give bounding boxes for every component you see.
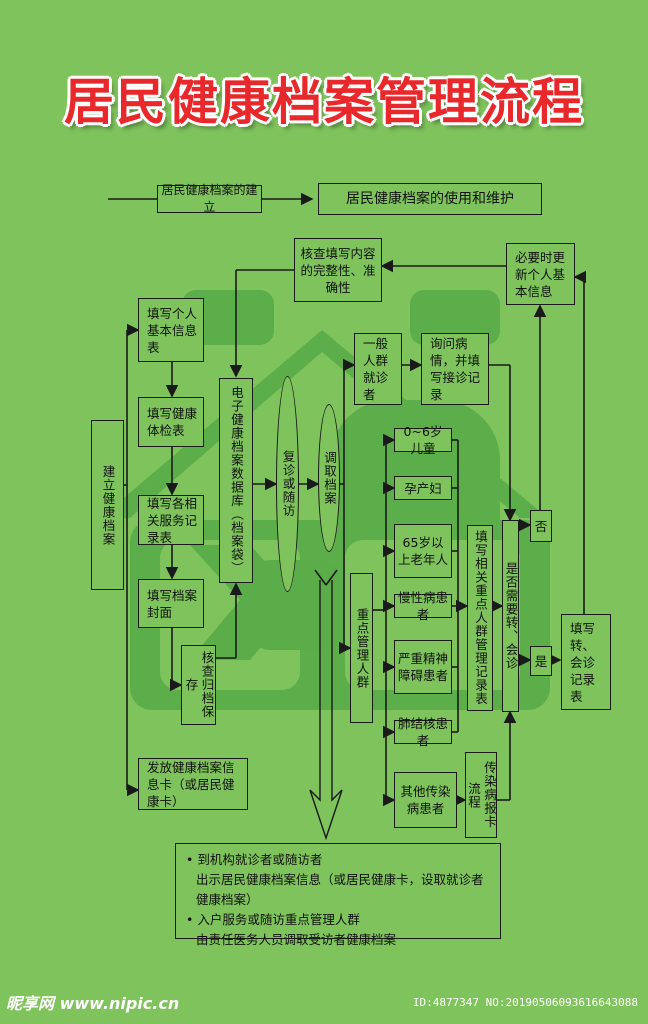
page-title: 居民健康档案管理流程 [64,73,584,131]
fill-cover-node: 填写档案封面 [138,579,204,628]
notes-line-2: 出示居民健康档案信息（或居民健康卡，设取就诊者健康档案） [196,872,484,907]
fill-exam-node: 填写健康体检表 [138,397,204,447]
inquire-node: 询问病情，并填写接诊记录 [421,333,489,405]
child-node: 0~6岁儿童 [394,424,452,456]
elderly-node: 65岁以上老年人 [394,524,452,578]
yes-node: 是 [530,646,552,676]
establish-node: 建立健康档案 [91,420,124,590]
legend-use-label: 居民健康档案的使用和维护 [318,183,542,215]
database-node: 电子健康档案数据库（档案袋） [219,378,253,583]
check-content-node: 核查填写内容的完整性、准确性 [294,238,382,302]
mental-node: 严重精神障碍患者 [394,640,452,694]
pregnant-node: 孕产妇 [394,476,452,500]
notes-line-4: 由责任医务人员调取受访者健康档案 [196,932,397,947]
issue-card-node: 发放健康档案信息卡（或居民健康卡） [138,758,248,810]
notes-box: • 到机构就诊者或随访者 出示居民健康档案信息（或居民健康卡，设取就诊者健康档案… [175,843,501,947]
no-node: 否 [530,510,552,542]
update-info-node: 必要时更新个人基本信息 [506,243,575,305]
watermark-brand: 昵享网 www.nipic.cn [6,994,180,1013]
notes-line-1: • 到机构就诊者或随访者 [186,852,323,867]
infectious-node: 其他传染病患者 [394,772,457,828]
legend-establish-label: 居民健康档案的建立 [157,183,262,214]
referral-question-node: 是否需要转、会诊 [502,520,519,712]
retrieve-node: 调取档案 [318,404,340,552]
key-group-node: 重点管理人群 [350,573,373,723]
fill-basic-node: 填写个人基本信息表 [138,298,204,362]
chronic-node: 慢性病患者 [394,590,452,622]
followup-node: 复诊或随访 [276,376,299,592]
verify-archive-node: 核查归档保存 [181,645,216,725]
tb-node: 肺结核患者 [394,716,452,748]
notes-line-3: • 入户服务或随访重点管理人群 [186,912,360,927]
fill-key-node: 填写相关重点人群管理记录表 [467,525,493,711]
fill-service-node: 填写各相关服务记录表 [138,495,204,545]
infect-report-node: 传染病报卡流程 [465,752,497,838]
watermark-id: ID:4877347 NO:20190506093616643088 [412,996,638,1009]
general-node: 一般人群就诊者 [354,333,402,405]
referral-record-node: 填写转、会诊记录表 [561,614,611,710]
